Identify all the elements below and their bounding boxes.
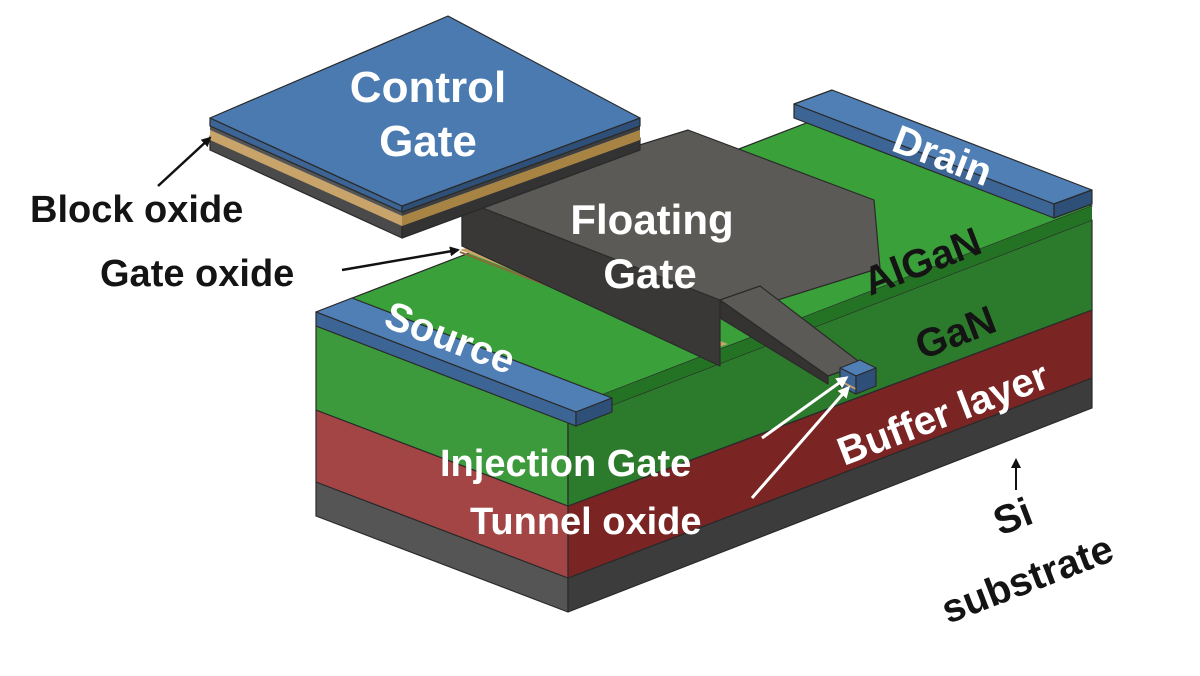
tunnel-oxide-leader (750, 385, 850, 499)
gate-oxide-leader (341, 246, 460, 272)
substrate-label: substrate (935, 527, 1119, 633)
si-label: Si (987, 490, 1038, 545)
injection-gate-leader (761, 376, 849, 440)
floating-gate-label-line1: Floating (570, 196, 733, 243)
source-contact (315, 297, 613, 427)
control-gate-stack (209, 15, 641, 239)
gate-oxide-label: Gate oxide (100, 253, 294, 295)
floating-gate-label-line2: Gate (603, 250, 696, 297)
block-oxide-label: Block oxide (30, 189, 243, 231)
control-gate-label-line1: Control (350, 63, 506, 112)
drain-contact (793, 89, 1093, 219)
injection-gate-label: Injection Gate (440, 443, 691, 485)
control-gate-label-line2: Gate (379, 117, 477, 166)
block-oxide-leader (157, 136, 212, 187)
tunnel-oxide-label: Tunnel oxide (470, 501, 702, 543)
